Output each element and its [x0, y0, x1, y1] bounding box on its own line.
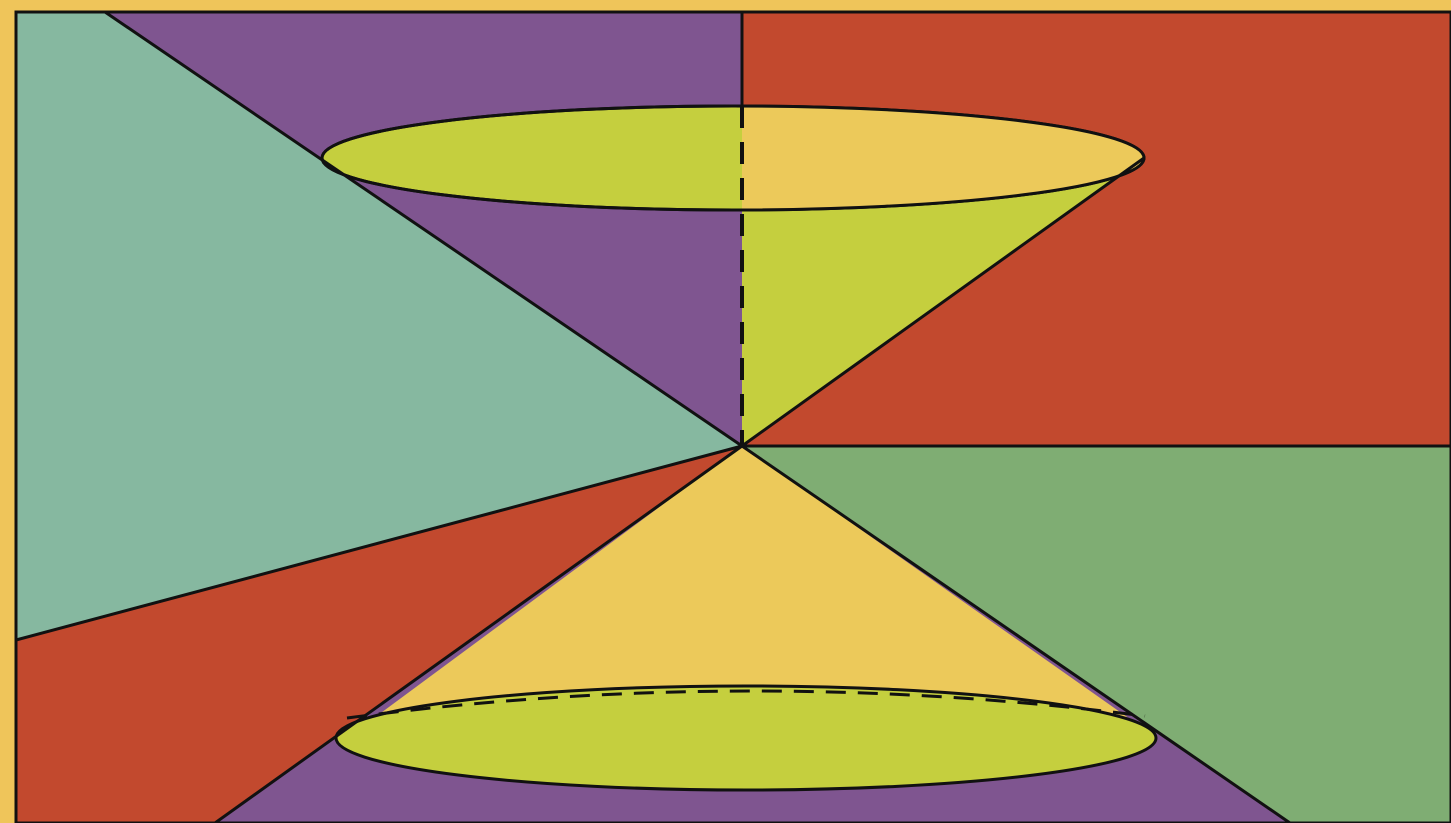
lower-cone-base-ellipse	[336, 686, 1156, 790]
